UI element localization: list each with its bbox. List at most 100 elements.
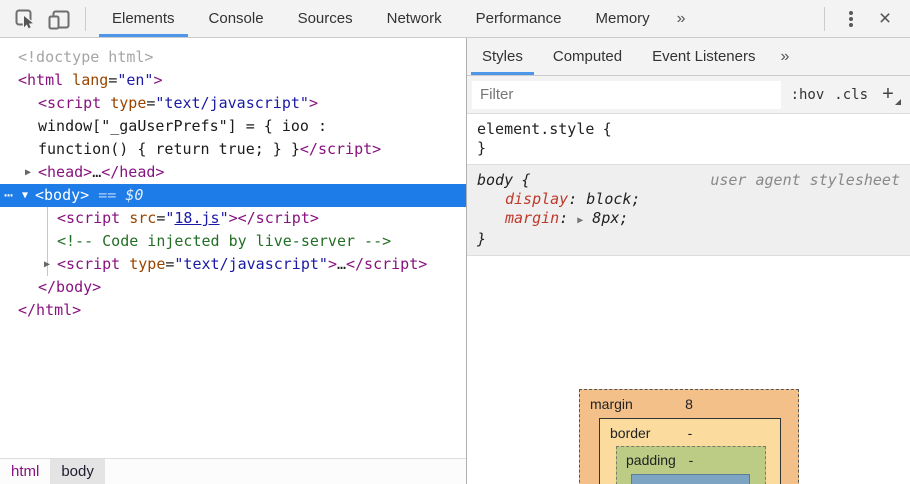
dom-tree-line-2[interactable]: <script type="text/javascript"> (0, 92, 466, 115)
kebab-menu-icon (849, 16, 853, 21)
dom-tree-line-10[interactable]: </body> (0, 276, 466, 299)
device-toolbar-icon (47, 8, 71, 30)
tab-console[interactable]: Console (208, 10, 264, 27)
margin-top-value[interactable]: 8 (685, 396, 693, 412)
open-brace: { (602, 120, 612, 138)
rule-close-line: } (477, 139, 900, 158)
rule-body[interactable]: body{ user agent stylesheet display: blo… (467, 164, 910, 256)
node-menu-dots-icon[interactable]: ⋯ (4, 186, 14, 204)
dom-tree-line-3[interactable]: window["_gaUserPrefs"] = { ioo : (0, 115, 466, 138)
dom-tree-line-7[interactable]: <script src="18.js"></script> (0, 207, 466, 230)
expand-shorthand-icon[interactable]: ▶ (577, 215, 584, 226)
tab-computed[interactable]: Computed (552, 48, 623, 65)
property-value: 8px; (583, 209, 629, 227)
styles-pane: element.style{ } body{ user agent styles… (467, 114, 910, 484)
code-tag: <script (57, 209, 121, 227)
more-panels-button[interactable]: » (676, 10, 686, 27)
toolbar-separator-right (824, 6, 825, 31)
dom-tree: <!doctype html><html lang="en"><script t… (0, 38, 466, 458)
expand-arrow-collapsed-icon[interactable]: ▶ (44, 259, 51, 270)
code-tag: <script (57, 255, 121, 273)
element-classes-button[interactable]: .cls (834, 86, 868, 103)
expand-arrow-expanded-icon[interactable]: ▼ (22, 190, 29, 201)
rule-element-style[interactable]: element.style { } (467, 114, 910, 164)
code-attr: lang (63, 71, 109, 89)
rule-body-properties: display: block;margin: ▶ 8px; (477, 190, 900, 230)
device-toolbar-button[interactable] (42, 5, 76, 33)
code-tag: </script> (299, 140, 382, 158)
dom-tree-line-5[interactable]: ▶<head>…</head> (0, 161, 466, 184)
property-name: margin (505, 209, 560, 227)
border-left-value[interactable]: - (606, 482, 611, 484)
rule-selector-line: body{ user agent stylesheet (477, 171, 900, 190)
padding-right-value[interactable]: - (755, 482, 760, 484)
rule-selector: element.style (477, 120, 595, 138)
code-attr: src (120, 209, 157, 227)
margin-label: margin (590, 396, 633, 412)
box-model-diagram[interactable]: margin 8 8 8 border - - - - padding - - … (579, 389, 799, 484)
rule-selector: body (477, 171, 514, 189)
code-txt: window["_gaUserPrefs"] = { ioo : (38, 117, 327, 135)
styles-sidebar: Styles Computed Event Listeners » :hov .cl… (466, 38, 910, 484)
breadcrumb-item-body[interactable]: body (50, 459, 105, 484)
border-label: border (610, 425, 651, 441)
property-name: display (505, 190, 569, 208)
padding-top-value[interactable]: - (688, 452, 694, 468)
content-size-value: 745 × 0 (667, 481, 714, 484)
margin-left-value[interactable]: 8 (585, 482, 593, 484)
toolbar-separator (85, 6, 86, 31)
border-top-value[interactable]: - (687, 425, 693, 441)
dom-tree-line-6[interactable]: ⋯▼<body> == $0 (0, 184, 466, 207)
tab-memory[interactable]: Memory (595, 10, 650, 27)
box-model-padding[interactable]: padding - - - - 745 × 0 (616, 446, 766, 484)
css-property-margin[interactable]: margin: ▶ 8px; (477, 209, 900, 230)
tab-styles[interactable]: Styles (467, 38, 538, 75)
code-txt: = (156, 209, 166, 227)
close-devtools-button[interactable]: × (868, 5, 902, 33)
main-menu-button[interactable] (834, 5, 868, 33)
tab-sources[interactable]: Sources (297, 10, 353, 27)
code-link: 18.js (174, 209, 220, 227)
dom-tree-line-8[interactable]: <!-- Code injected by live-server --> (0, 230, 466, 253)
property-colon: : (559, 209, 578, 227)
rule-selector-line: element.style { (477, 120, 900, 139)
box-model-margin[interactable]: margin 8 8 8 border - - - - padding - - … (579, 389, 799, 484)
inspect-element-button[interactable] (8, 5, 42, 33)
code-tag: <html (18, 71, 64, 89)
breadcrumb-item-html[interactable]: html (11, 463, 40, 480)
code-val: "en" (117, 71, 154, 89)
code-val: " (165, 209, 175, 227)
tab-network[interactable]: Network (386, 10, 442, 27)
tab-event-listeners[interactable]: Event Listeners (652, 48, 756, 65)
code-tag: </head> (101, 163, 165, 181)
css-property-display[interactable]: display: block; (477, 190, 900, 209)
box-model-content[interactable]: 745 × 0 (631, 474, 750, 484)
dom-tree-line-9[interactable]: ▶<script type="text/javascript">…</scrip… (0, 253, 466, 276)
rule-close-line: } (477, 230, 900, 249)
code-tag: <script (38, 94, 102, 112)
open-brace: { (521, 171, 531, 189)
close-brace: } (477, 230, 487, 248)
indent-guide (47, 207, 48, 276)
code-dz: $0 (125, 186, 144, 204)
code-tag: > (327, 255, 337, 273)
code-txt: … (92, 163, 102, 181)
styles-filter-input[interactable] (472, 80, 781, 109)
dom-tree-line-11[interactable]: </html> (0, 299, 466, 322)
toggle-element-state-button[interactable]: :hov (790, 86, 825, 103)
sidebar-more-tabs-button[interactable]: » (780, 48, 790, 65)
code-txt: … (336, 255, 346, 273)
padding-left-value[interactable]: - (622, 482, 627, 484)
dom-tree-line-1[interactable]: <html lang="en"> (0, 69, 466, 92)
tab-performance[interactable]: Performance (475, 10, 562, 27)
code-eq: == (89, 186, 126, 204)
border-right-value[interactable]: - (769, 482, 774, 484)
tab-elements[interactable]: Elements (95, 0, 192, 37)
dom-tree-line-0[interactable]: <!doctype html> (0, 46, 466, 69)
margin-right-value[interactable]: 8 (785, 482, 793, 484)
new-style-rule-button[interactable]: + (878, 83, 901, 107)
box-model-border[interactable]: border - - - - padding - - - - 745 × 0 (599, 418, 781, 484)
code-tag: </html> (18, 301, 82, 319)
expand-arrow-collapsed-icon[interactable]: ▶ (25, 167, 32, 178)
dom-tree-line-4[interactable]: function() { return true; } }</script> (0, 138, 466, 161)
